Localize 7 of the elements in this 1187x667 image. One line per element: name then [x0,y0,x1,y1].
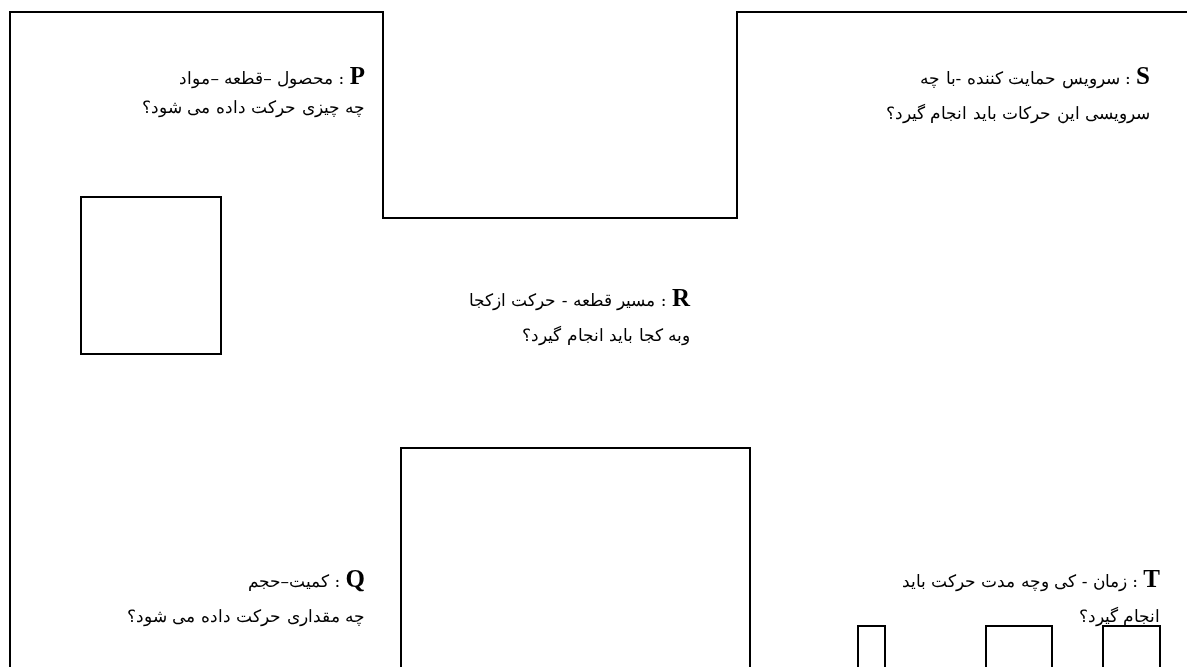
empty-box [80,196,222,355]
empty-box [985,625,1053,667]
empty-box [1102,625,1161,667]
question-text: چه چیزی حرکت داده می شود؟ [140,96,365,120]
question-text: چه مقداری حرکت داده می شود؟ [125,605,365,629]
empty-box [400,447,751,667]
empty-box [857,625,886,667]
